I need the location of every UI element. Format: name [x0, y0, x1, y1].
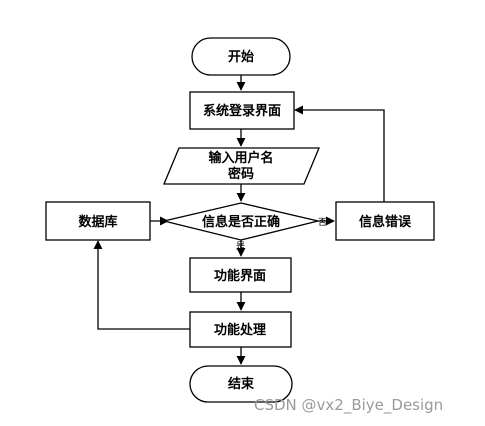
input-label-line2: 密码 [227, 166, 254, 182]
function-ui-label: 功能界面 [214, 268, 266, 284]
login-node: 系统登录界面 [189, 91, 295, 130]
edge-label-no: 否 [318, 217, 327, 228]
decision-node: 信息是否正确 [163, 202, 319, 241]
function-ui-node: 功能界面 [189, 257, 292, 293]
database-node: 数据库 [45, 201, 151, 241]
function-process-label: 功能处理 [214, 322, 266, 338]
edge-process-to-database [93, 240, 190, 330]
watermark-text: CSDN @vx2_Biye_Design [254, 396, 444, 414]
error-label: 信息错误 [359, 214, 412, 230]
edge-label-yes: 是 [236, 241, 245, 252]
function-process-node: 功能处理 [189, 311, 292, 348]
login-label: 系统登录界面 [203, 103, 281, 119]
start-node: 开始 [191, 37, 291, 76]
start-label: 开始 [228, 49, 254, 65]
error-node: 信息错误 [335, 201, 435, 241]
input-label-line1: 输入用户名 [208, 150, 273, 166]
decision-label: 信息是否正确 [202, 214, 280, 230]
input-node: 输入用户名 密码 [163, 147, 320, 185]
edge-error-to-login [294, 105, 385, 202]
end-label: 结束 [228, 376, 255, 392]
end-node: 结束 [189, 365, 293, 403]
database-label: 数据库 [78, 214, 117, 230]
